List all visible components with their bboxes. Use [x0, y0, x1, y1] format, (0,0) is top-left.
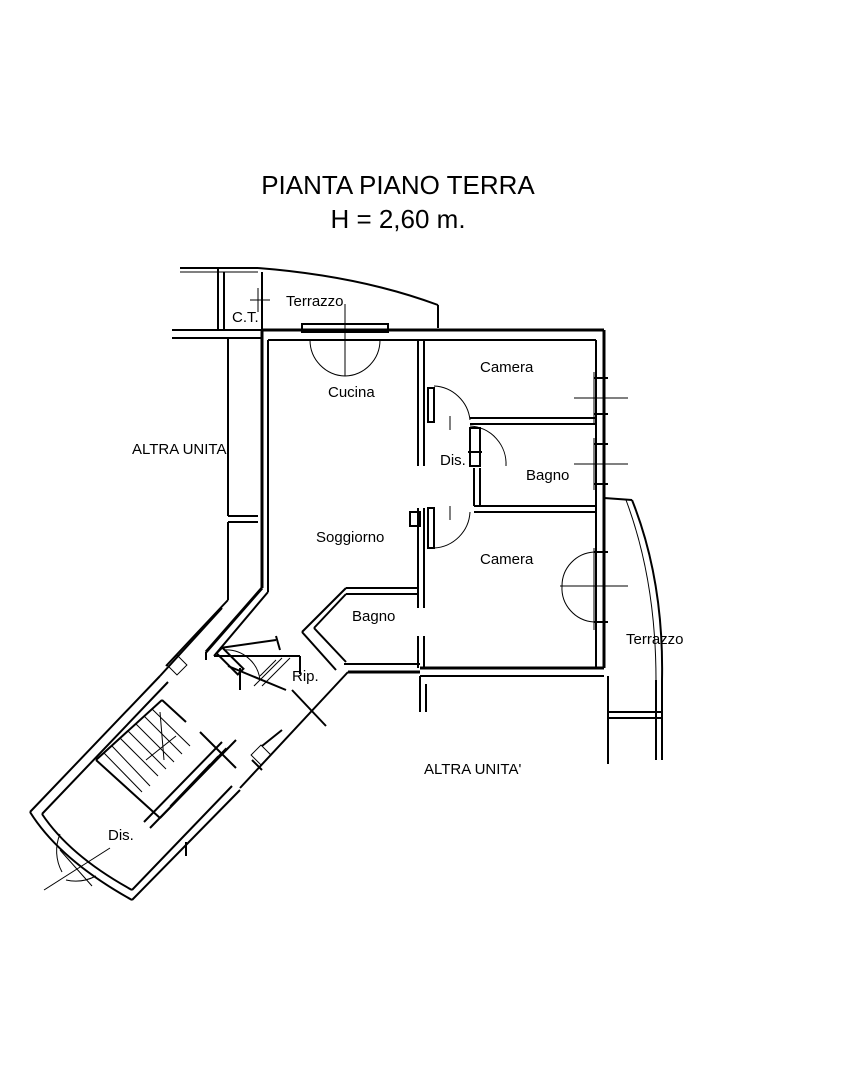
interior-walls [417, 340, 596, 668]
label-cucina: Cucina [328, 384, 375, 401]
lower-walls [159, 587, 427, 789]
label-terrazzo-right: Terrazzo [626, 631, 684, 648]
dis-doors [409, 385, 595, 623]
stairwell [29, 654, 283, 901]
label-rip: Rip. [292, 668, 319, 685]
entrance-door [43, 833, 111, 891]
ceiling-height: H = 2,60 m. [330, 204, 465, 234]
label-ct: C.T. [232, 309, 259, 326]
cucina-door [301, 304, 389, 377]
right-terrace-walls [603, 497, 664, 764]
label-terrazzo-top: Terrazzo [286, 293, 344, 310]
label-altra-unita-left: ALTRA UNITA' [132, 441, 229, 458]
label-dis-stairs: Dis. [108, 827, 134, 844]
label-camera-top: Camera [480, 359, 534, 376]
right-windows [560, 372, 628, 630]
label-soggiorno: Soggiorno [316, 529, 384, 546]
label-camera-bottom: Camera [480, 551, 534, 568]
outer-walls [227, 328, 606, 677]
label-bagno-right: Bagno [526, 467, 569, 484]
label-bagno-small: Bagno [352, 608, 395, 625]
plan-title: PIANTA PIANO TERRA [261, 170, 535, 200]
label-dis: Dis. [440, 452, 466, 469]
rip-door [215, 646, 261, 681]
label-altra-unita-bottom: ALTRA UNITA' [424, 761, 521, 778]
top-terrace-walls [172, 267, 439, 339]
